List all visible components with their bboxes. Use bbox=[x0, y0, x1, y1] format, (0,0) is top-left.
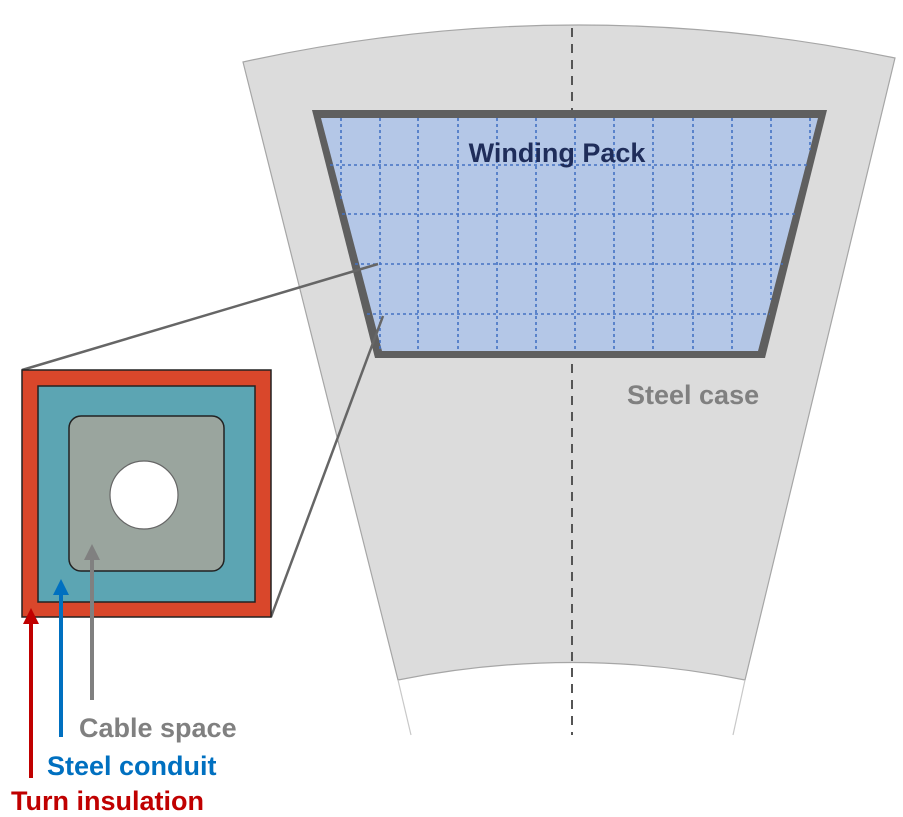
zoom-line-upper bbox=[21, 262, 379, 372]
zoom-line-lower bbox=[269, 315, 385, 618]
case-lower-left-edge bbox=[397, 679, 412, 736]
steel-conduit-label: Steel conduit bbox=[47, 751, 217, 781]
cable-space-label: Cable space bbox=[79, 713, 237, 743]
turn-insulation-label: Turn insulation bbox=[11, 786, 204, 816]
winding-pack-grid bbox=[330, 118, 811, 351]
winding-pack-label: Winding Pack bbox=[469, 138, 647, 168]
cooling-channel bbox=[109, 460, 179, 530]
steel-case-label: Steel case bbox=[627, 380, 759, 410]
case-lower-right-edge bbox=[732, 679, 746, 736]
